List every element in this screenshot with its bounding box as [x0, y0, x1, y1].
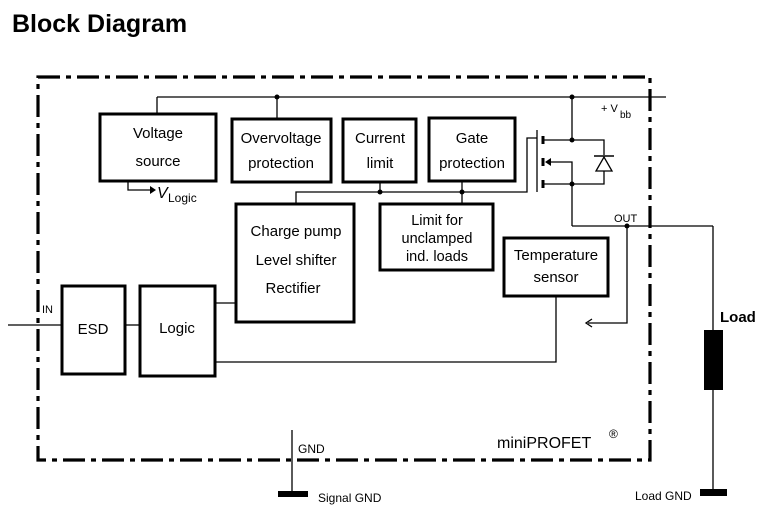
gate-protection-label-1: Gate — [456, 130, 489, 147]
voltage-source-label-1: Voltage — [133, 125, 183, 142]
esd-label: ESD — [78, 321, 109, 338]
power-mosfet — [536, 97, 575, 226]
gate-protection-block: Gate protection — [427, 116, 517, 183]
product-name: miniPROFET — [497, 435, 591, 452]
junction-ov — [274, 94, 280, 100]
limit-unclamped-label-2: unclamped — [402, 231, 473, 247]
in-label: IN — [42, 304, 53, 316]
charge-pump-block: Charge pump Level shifter Rectifier — [234, 202, 356, 324]
current-limit-label-2: limit — [367, 155, 394, 172]
overvoltage-label-2: protection — [248, 155, 314, 172]
junction-current-limit — [377, 189, 383, 195]
out-feedback — [588, 226, 628, 324]
esd-block: ESD — [60, 284, 127, 376]
wire-temp-logic — [215, 296, 557, 363]
junction-gate-protection — [459, 189, 465, 195]
voltage-source-block: Voltage source — [98, 112, 218, 183]
overvoltage-label-1: Overvoltage — [241, 130, 322, 147]
load-resistor — [704, 330, 723, 390]
registered-mark: ® — [609, 427, 618, 441]
vbb-label: + V — [601, 103, 618, 115]
vlogic-label: V — [157, 185, 169, 202]
voltage-source-label-2: source — [135, 153, 180, 170]
signal-gnd-label: Signal GND — [318, 491, 382, 505]
temperature-label-1: Temperature — [514, 247, 598, 264]
overvoltage-protection-block: Overvoltage protection — [230, 117, 333, 184]
load-gnd-symbol — [700, 489, 727, 496]
limit-unclamped-label-3: ind. loads — [406, 249, 468, 265]
out-label: OUT — [614, 213, 638, 225]
limit-unclamped-label-1: Limit for — [411, 213, 463, 229]
logic-block: Logic — [138, 284, 217, 378]
temperature-label-2: sensor — [533, 269, 578, 286]
temperature-sensor-block: Temperature sensor — [502, 236, 610, 298]
page-title: Block Diagram — [12, 10, 188, 38]
signal-gnd-symbol — [278, 491, 308, 497]
load-label: Load — [720, 309, 756, 326]
vbb-subscript: bb — [620, 110, 632, 121]
load-gnd-label: Load GND — [635, 489, 692, 503]
chip-boundary — [36, 75, 652, 462]
body-diode — [572, 139, 614, 185]
vlogic-arrowhead — [150, 186, 156, 194]
current-limit-block: Current limit — [341, 117, 418, 184]
logic-label: Logic — [159, 320, 195, 337]
gate-bus — [295, 137, 537, 204]
level-shifter-label: Level shifter — [256, 252, 337, 269]
gnd-label: GND — [298, 442, 325, 456]
current-limit-label-1: Current — [355, 130, 406, 147]
vlogic-arrow — [127, 181, 150, 191]
vlogic-subscript: Logic — [168, 191, 197, 205]
gate-protection-label-2: protection — [439, 155, 505, 172]
feedback-arrowhead — [584, 318, 593, 328]
charge-pump-label: Charge pump — [251, 223, 342, 240]
limit-unclamped-block: Limit for unclamped ind. loads — [378, 202, 495, 272]
rectifier-label: Rectifier — [265, 280, 320, 297]
